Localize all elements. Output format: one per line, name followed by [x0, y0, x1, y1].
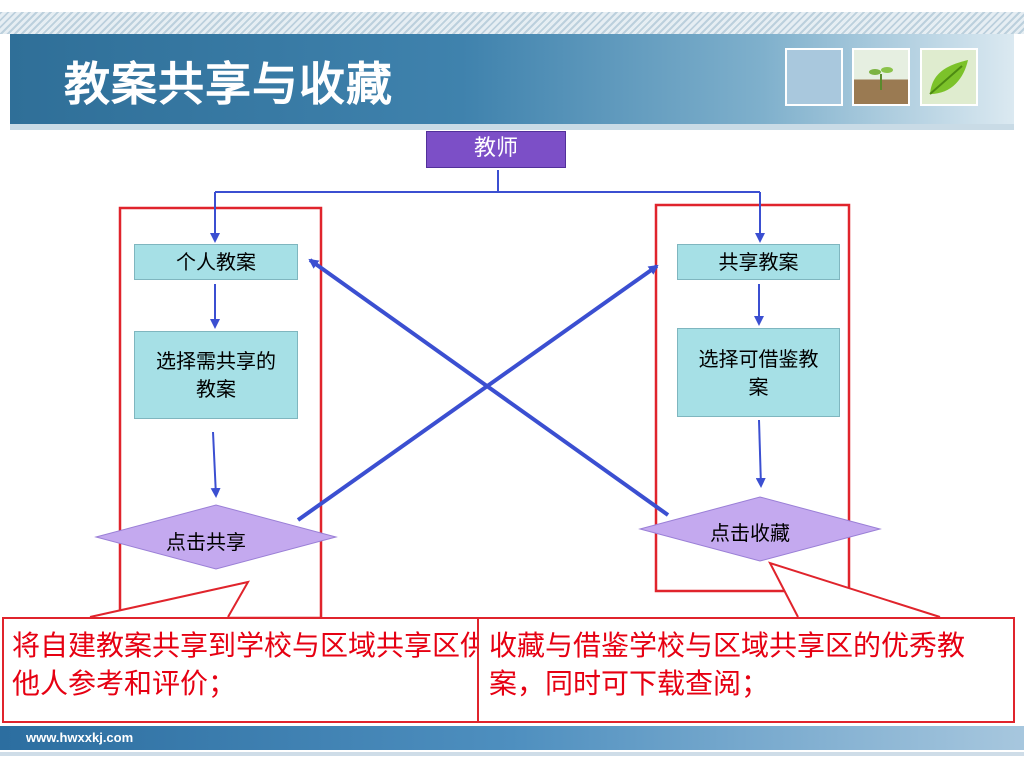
collect-to-personal-arrow: [308, 258, 670, 517]
collect-description-text: 收藏与借鉴学校与区域共享区的优秀教案，同时可下载查阅；: [489, 629, 966, 701]
shared-plans-node: 共享教案: [677, 244, 840, 280]
click-share-diamond: [94, 504, 338, 570]
select-to-share-node: 选择需共享的教案: [134, 331, 298, 419]
right-group-frame: [654, 203, 851, 593]
header-thumbnail-blank: [785, 48, 843, 106]
click-collect-diamond: [638, 496, 882, 562]
arrow-select-to-click-collect: [755, 419, 766, 488]
arrow-select-to-click-share: [210, 431, 221, 498]
leaf-image: [920, 48, 978, 106]
teacher-node: 教师: [426, 131, 566, 168]
click-share-label: 点击共享: [166, 530, 246, 554]
share-to-shared-pool-arrow: [296, 264, 659, 522]
title-band: [10, 34, 1014, 124]
personal-plans-node: 个人教案: [134, 244, 298, 280]
share-description-callout: 将自建教案共享到学校与区域共享区供他人参考和评价；: [2, 617, 486, 723]
footer-rule: [0, 752, 1024, 756]
collect-description-callout: 收藏与借鉴学校与区域共享区的优秀教案，同时可下载查阅；: [477, 617, 1015, 723]
select-to-borrow-node: 选择可借鉴教案: [677, 328, 840, 417]
header-rule: [10, 124, 1014, 130]
share-description-text: 将自建教案共享到学校与区域共享区供他人参考和评价；: [12, 629, 486, 701]
header-stripe: [0, 12, 1024, 34]
teacher-connector: [215, 170, 760, 193]
footer-bar: [0, 726, 1024, 750]
right-callout-pointer: [768, 561, 941, 618]
page-title: 教案共享与收藏: [64, 57, 393, 111]
seedling-image: [852, 48, 910, 106]
click-collect-label: 点击收藏: [710, 521, 790, 545]
footer-url: www.hwxxkj.com: [26, 730, 134, 745]
left-callout-pointer: [89, 580, 250, 618]
